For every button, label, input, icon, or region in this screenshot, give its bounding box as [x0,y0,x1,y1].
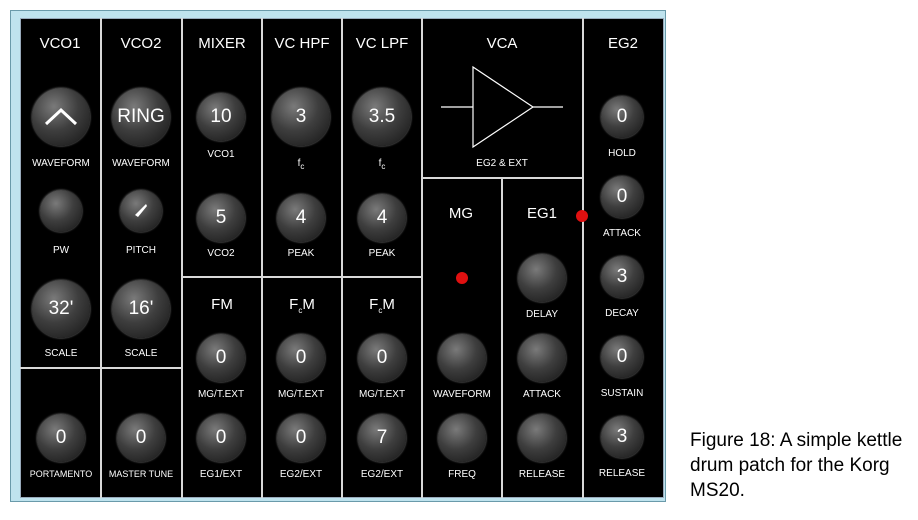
vco2-pitch-knob[interactable] [120,190,162,232]
hpf-peak-knob[interactable]: 4 [277,194,325,242]
eg1-attack-label: ATTACK [523,389,561,400]
section-fm-title: FM [211,296,233,313]
mg-freq-knob[interactable] [438,414,486,462]
eg2-sustain-label: SUSTAIN [600,388,644,399]
patch-point-indicator [576,210,588,222]
fm-eg-knob[interactable]: 0 [197,414,245,462]
section-eg2-title: EG2 [607,35,638,52]
section-lpf-fcm-title: FcM [369,296,395,315]
lpf-fcm-eg-knob[interactable]: 7 [358,414,406,462]
mg-waveform-knob[interactable] [438,334,486,382]
section-vc-hpf-title: VC HPF [274,35,330,52]
hpf-fcm-mg-knob[interactable]: 0 [277,334,325,382]
vco1-scale-label: SCALE [44,348,78,359]
hpf-cutoff-label: fc [297,158,305,171]
section-mg-title: MG [448,205,474,222]
eg2-sustain-knob[interactable]: 0 [601,336,643,378]
section-vco2-title: VCO2 [120,35,162,52]
eg2-hold-label: HOLD [608,148,636,159]
section-hpf-fcm-title: FcM [289,296,315,315]
lpf-fcm-mg-knob[interactable]: 0 [358,334,406,382]
master-tune-label: MASTER TUNE [108,469,174,479]
eg1-delay-label: DELAY [525,309,559,320]
vco1-scale-knob[interactable]: 32' [32,280,90,338]
mg-waveform-label: WAVEFORM [433,389,491,400]
section-vco1-title: VCO1 [39,35,81,52]
lpf-peak-knob[interactable]: 4 [358,194,406,242]
vca-eg2-ext-label: EG2 & EXT [476,158,528,169]
lpf-cutoff-label: fc [378,158,386,171]
figure-caption: Figure 18: A simple kettle drum patch fo… [690,428,915,503]
vco1-waveform-label: WAVEFORM [32,158,90,169]
eg1-delay-knob[interactable] [518,254,566,302]
patch-point-indicator [456,272,468,284]
vco1-waveform-knob[interactable] [32,88,90,146]
vco1-pw-knob[interactable] [40,190,82,232]
vco2-scale-label: SCALE [124,348,158,359]
vco2-waveform-label: WAVEFORM [112,158,170,169]
eg2-attack-knob[interactable]: 0 [601,176,643,218]
divider [261,18,263,498]
lpf-fcm-mg-label: MG/T.EXT [358,389,406,400]
divider [501,178,503,498]
caption-line: drum patch for the Korg [690,455,890,476]
eg1-release-knob[interactable] [518,414,566,462]
eg2-attack-label: ATTACK [603,228,641,239]
section-vca-title: VCA [486,35,518,52]
lpf-fcm-eg-label: EG2/EXT [360,469,404,480]
eg2-hold-knob[interactable]: 0 [601,96,643,138]
mixer-vco2-label: VCO2 [207,248,235,259]
hpf-fcm-eg-label: EG2/EXT [279,469,323,480]
caption-line: Figure 18: A simple kettle [690,430,903,451]
fm-mg-knob[interactable]: 0 [197,334,245,382]
vco2-scale-knob[interactable]: 16' [112,280,170,338]
hpf-peak-label: PEAK [287,248,315,259]
divider [100,18,102,498]
divider [421,177,582,179]
eg2-release-label: RELEASE [598,468,646,479]
section-vc-lpf-title: VC LPF [355,35,409,52]
mixer-vco1-knob[interactable]: 10 [197,93,245,141]
section-mixer-title: MIXER [198,35,246,52]
vco2-waveform-knob[interactable]: RING [112,88,170,146]
amplifier-triangle-icon [441,65,563,149]
knob-pointer-icon [135,204,147,217]
mixer-vco2-knob[interactable]: 5 [197,194,245,242]
vco2-pitch-label: PITCH [126,245,156,256]
vco1-pw-label: PW [52,245,70,256]
divider [181,276,421,278]
portamento-knob[interactable]: 0 [37,414,85,462]
eg1-attack-knob[interactable] [518,334,566,382]
mixer-vco1-label: VCO1 [207,149,235,160]
eg2-release-knob[interactable]: 3 [601,416,643,458]
master-tune-knob[interactable]: 0 [117,414,165,462]
fm-eg-label: EG1/EXT [199,469,243,480]
eg2-decay-knob[interactable]: 3 [601,256,643,298]
lpf-cutoff-knob[interactable]: 3.5 [353,88,411,146]
caption-line: MS20. [690,480,745,501]
mg-freq-label: FREQ [448,469,476,480]
divider [582,18,584,498]
eg1-release-label: RELEASE [518,469,566,480]
fm-mg-label: MG/T.EXT [197,389,245,400]
section-eg1-title: EG1 [526,205,557,222]
triangle-wave-icon [44,107,78,126]
eg2-decay-label: DECAY [605,308,639,319]
divider [421,18,423,498]
divider [181,18,183,498]
lpf-peak-label: PEAK [368,248,396,259]
hpf-fcm-eg-knob[interactable]: 0 [277,414,325,462]
divider [20,367,182,369]
portamento-label: PORTAMENTO [29,469,93,479]
hpf-cutoff-knob[interactable]: 3 [272,88,330,146]
hpf-fcm-mg-label: MG/T.EXT [277,389,325,400]
divider [341,18,343,498]
